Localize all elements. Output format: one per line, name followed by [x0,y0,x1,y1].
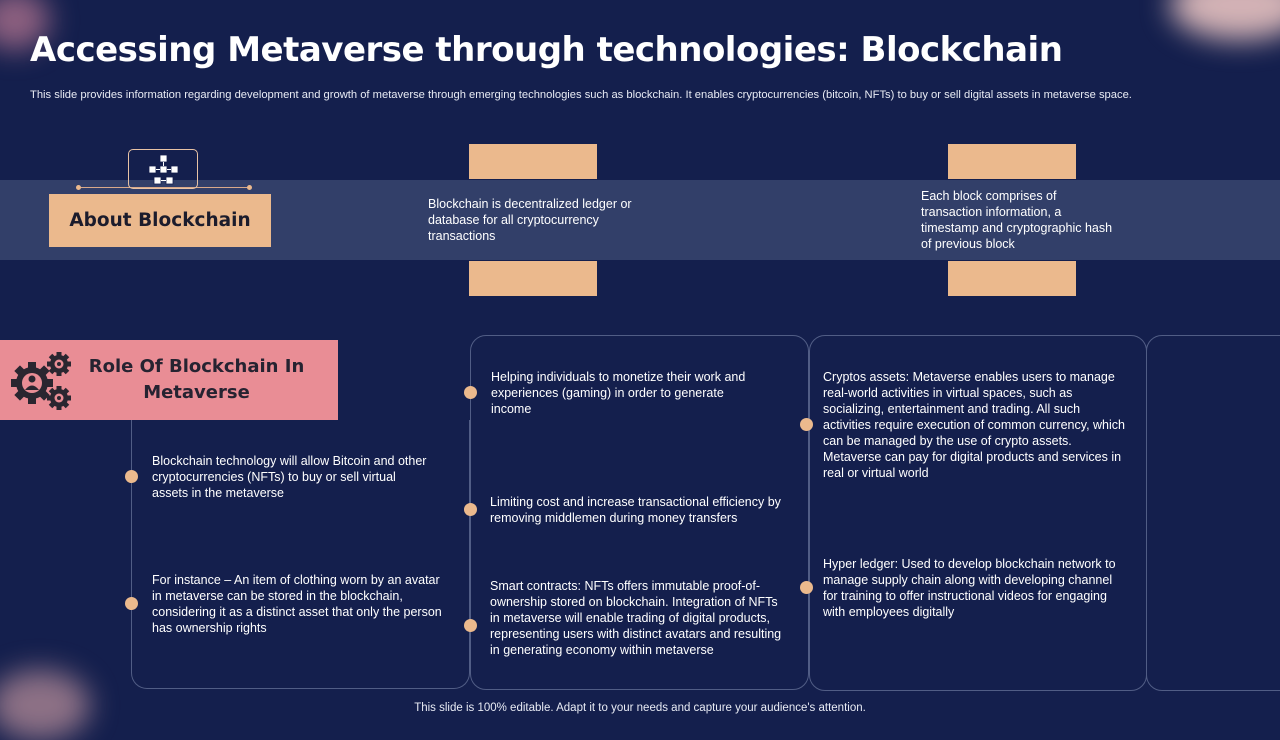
connector-dot [247,185,252,190]
gears-user-icon [11,352,71,410]
role-point: Hyper ledger: Used to develop blockchain… [823,557,1116,619]
slide-subtitle: This slide provides information regardin… [30,89,1132,101]
bullet-dot [125,597,138,610]
about-point-ledger: Blockchain is decentralized ledger or da… [428,197,632,243]
blockchain-icon-box [128,149,198,189]
about-point-block: Each block comprises of transaction info… [921,189,1113,251]
decorative-glow [1170,0,1280,40]
connector-dot [76,185,81,190]
decorative-tab [469,261,597,296]
role-heading: Role Of Blockchain In Metaverse [88,356,305,403]
role-panel-1 [131,420,470,689]
footer-note: This slide is 100% editable. Adapt it to… [414,702,866,714]
decorative-tab [948,261,1076,296]
role-point: Blockchain technology will allow Bitcoin… [152,454,427,500]
connector-line [78,187,250,188]
role-point: Limiting cost and increase transactional… [490,495,781,525]
blockchain-icon [148,154,179,185]
decorative-tab [469,144,597,179]
bullet-dot [125,470,138,483]
role-point: For instance – An item of clothing worn … [152,573,442,635]
bullet-dot [800,581,813,594]
bullet-dot [464,619,477,632]
decorative-tab [948,144,1076,179]
bullet-dot [464,503,477,516]
role-point: Smart contracts: NFTs offers immutable p… [490,579,782,657]
bullet-dot [464,386,477,399]
about-blockchain-label: About Blockchain [49,194,271,247]
bullet-dot [800,418,813,431]
slide-title: Accessing Metaverse through technologies… [30,30,1063,70]
role-panel-4 [1146,335,1280,691]
role-point: Helping individuals to monetize their wo… [491,370,746,416]
role-heading-box: Role Of Blockchain In Metaverse [0,340,338,420]
role-point: Cryptos assets: Metaverse enables users … [823,370,1125,480]
